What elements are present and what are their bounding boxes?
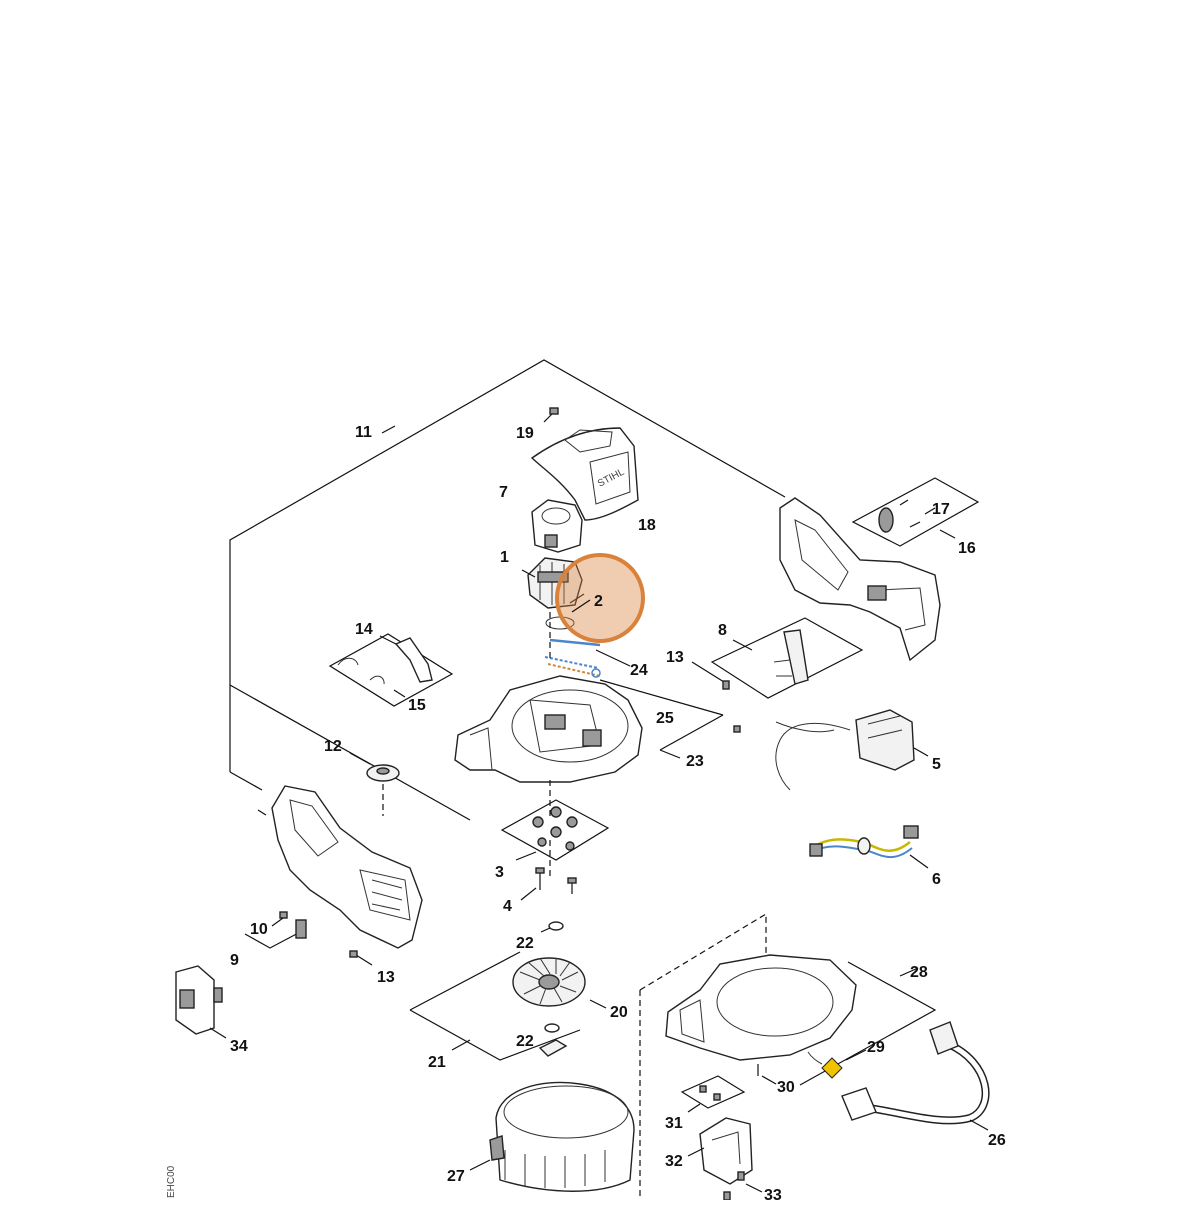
- callout-4: 4: [503, 898, 512, 915]
- callout-20: 20: [610, 1004, 628, 1021]
- callout-34: 34: [230, 1038, 248, 1055]
- callout-15: 15: [408, 697, 426, 714]
- highlight-marker-2[interactable]: 2: [555, 553, 645, 643]
- callout-30: 30: [777, 1079, 795, 1096]
- callout-19: 19: [516, 425, 534, 442]
- part-9-10: [244, 911, 307, 949]
- callout-29: 29: [867, 1039, 885, 1056]
- part-14-15-inset: [328, 633, 454, 707]
- part-17-inset: [851, 477, 980, 547]
- washer-22-lower: [544, 1023, 560, 1033]
- callout-7: 7: [499, 484, 508, 501]
- callout-24: 24: [630, 662, 648, 679]
- part-31-inset: [680, 1075, 746, 1113]
- callout-labels: 1 3 4 5 6 7 8 9 10 11 12 13 13 14 15 16 …: [230, 424, 1006, 1204]
- part-battery: [175, 965, 227, 1039]
- callout-10: 10: [250, 921, 268, 938]
- screw-13-lower: [349, 950, 373, 966]
- part-handle-housing: [779, 497, 941, 662]
- part-32-bracket: [687, 1117, 753, 1185]
- part-8-inset: [710, 617, 864, 699]
- part-motor-cap: [531, 499, 583, 553]
- part-electronics: [775, 709, 929, 791]
- callout-13-upper: 13: [666, 649, 684, 666]
- callout-31: 31: [665, 1115, 683, 1132]
- callout-26: 26: [988, 1132, 1006, 1149]
- callout-25: 25: [656, 710, 674, 727]
- callout-28: 28: [910, 964, 928, 981]
- callout-13-lower: 13: [377, 969, 395, 986]
- warning-label-29: [807, 1049, 867, 1079]
- callout-5: 5: [932, 756, 941, 773]
- assembly-frame-11: [229, 359, 786, 821]
- callout-17: 17: [932, 501, 950, 518]
- screws-4: [520, 867, 577, 901]
- callout-22-upper: 22: [516, 935, 534, 952]
- callout-23: 23: [686, 753, 704, 770]
- part-handle-shell: [257, 785, 423, 949]
- callout-32: 32: [665, 1153, 683, 1170]
- part-fan: [512, 957, 607, 1009]
- part-fan-shroud: [469, 1081, 635, 1192]
- washer-22-upper: [548, 921, 564, 931]
- part-cable-26: [841, 1021, 990, 1131]
- callout-33: 33: [764, 1187, 782, 1200]
- small-hardware-24-25: [544, 638, 724, 759]
- part-top-cover: STIHL: [530, 427, 639, 521]
- callout-11: 11: [355, 424, 372, 441]
- part-housing: [454, 675, 643, 783]
- callout-8: 8: [718, 622, 727, 639]
- callout-12: 12: [324, 738, 342, 755]
- callout-21: 21: [428, 1054, 446, 1071]
- callout-3: 3: [495, 864, 504, 881]
- callout-2: 2: [594, 593, 603, 610]
- callout-27: 27: [447, 1168, 465, 1185]
- callout-6: 6: [932, 871, 941, 888]
- screw-30: [757, 1064, 777, 1085]
- part-gear-12: [349, 752, 400, 816]
- callout-9: 9: [230, 952, 239, 969]
- drawing-code: EHC00: [166, 1165, 177, 1198]
- callout-22-lower: 22: [516, 1033, 534, 1050]
- part-lower-housing: [665, 954, 857, 1061]
- screw-13-upper: [691, 661, 741, 733]
- part-dampers: [500, 799, 610, 861]
- screw-19: [543, 407, 559, 423]
- callout-14: 14: [355, 621, 373, 638]
- part-wire-harness: [809, 825, 929, 869]
- callout-16: 16: [958, 540, 976, 557]
- assembly-frame-21: [409, 951, 581, 1061]
- callout-18: 18: [638, 517, 656, 534]
- callout-1: 1: [500, 549, 509, 566]
